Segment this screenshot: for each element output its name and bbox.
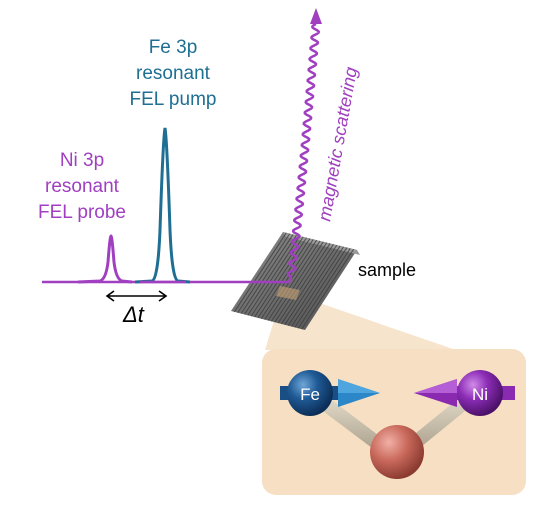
probe-label: Ni 3p resonant FEL probe [38,150,126,223]
sample-ridge [254,237,307,318]
fe-atom [287,370,333,416]
scattering-label: magnetic scattering [314,66,361,223]
sample-ridge [287,245,341,326]
pump-label-line-1: Fe 3p [149,37,198,58]
ni-atom-label: Ni [472,385,488,404]
sample-ridge [260,239,314,320]
sample-ridge [294,247,348,328]
sample-ridge [244,234,297,315]
fe-atom-label: Fe [300,385,320,404]
probe-label-line-2: resonant [45,176,120,197]
oxygen-atom [370,425,424,479]
probe-label-line-3: FEL probe [38,202,126,223]
scattered-beam [286,22,321,283]
pump-pulse [134,127,191,284]
probe-label-line-1: Ni 3p [60,150,104,171]
sample-ridge [247,235,301,316]
sample-ridge [274,242,328,323]
ni-atom [457,370,503,416]
sample-ridge [240,234,294,314]
sample-ridge [257,238,311,319]
sample-slab [231,232,360,330]
sample-ridge [277,243,331,324]
sample-ridge [297,248,351,329]
probe-pulse [77,234,133,284]
sample-ridge [301,248,355,330]
sample-ridge [233,232,287,313]
sample-ridge [267,240,321,321]
sample-ridge [237,233,291,314]
sample-ridge [281,243,334,325]
sample-label: sample [358,260,416,280]
sample-ridge [270,241,324,322]
delay-arrow [105,290,168,302]
sample-ridge [284,244,338,326]
pump-label: Fe 3p resonant FEL pump [130,37,217,110]
delay-label: Δt [122,302,145,327]
pump-label-line-3: FEL pump [130,89,217,110]
scattered-beam-arrowhead [310,8,322,24]
inset-molecule: Fe Ni [280,370,515,479]
sample-ridge [291,246,344,327]
pump-label-line-2: resonant [136,63,211,84]
